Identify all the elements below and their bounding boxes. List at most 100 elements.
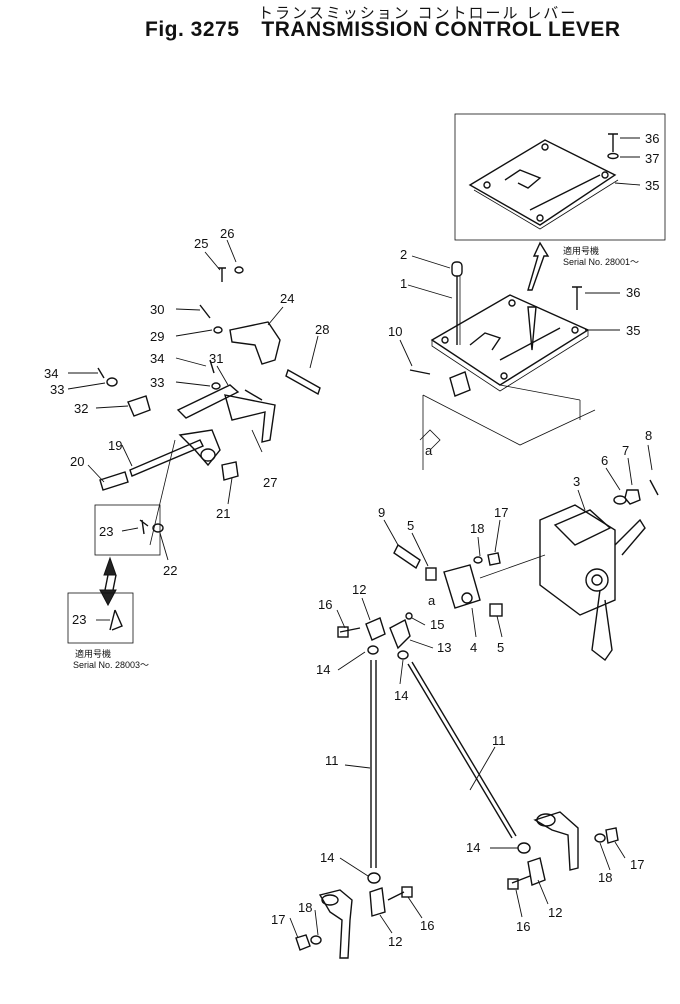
callout-37: 37: [645, 151, 659, 166]
callout-a: a: [425, 443, 433, 458]
callout-17: 17: [630, 857, 644, 872]
detail-arrow: [103, 556, 117, 576]
spring: [409, 369, 431, 375]
callout-3: 3: [573, 474, 580, 489]
pin-20: [99, 471, 129, 491]
valve-bracket: [539, 444, 659, 662]
callout-8: 8: [645, 428, 652, 443]
callout-23: 23: [72, 612, 86, 627]
callout-31: 31: [209, 351, 223, 366]
japanese-title: トランスミッション コントロール レバー: [258, 4, 578, 22]
callout-6: 6: [601, 453, 608, 468]
detail-box-23-bottom: [67, 592, 134, 644]
callout-17: 17: [494, 505, 508, 520]
inset-plate-edge: [473, 179, 619, 230]
lower-right-lever: [533, 811, 579, 871]
rod-assemblies: [295, 645, 619, 959]
link-31: [176, 384, 240, 419]
serial-note-left-en: Serial No. 28003～: [73, 660, 149, 670]
callout-33: 33: [50, 382, 64, 397]
callout-14: 14: [466, 840, 480, 855]
bracket-27: [224, 394, 276, 443]
shaft-19: [129, 439, 204, 477]
rod-end-13: [389, 618, 411, 650]
callout-34: 34: [150, 351, 164, 366]
knob: [451, 261, 463, 277]
inset-arrow: [527, 241, 550, 291]
callout-34: 34: [44, 366, 58, 381]
callout-13: 13: [437, 640, 451, 655]
diagonal-rod: [407, 663, 513, 839]
pin-28: [285, 368, 321, 396]
serial-note-left-jp: 適用号機: [75, 648, 111, 659]
yoke-4: [443, 564, 481, 609]
callout-18: 18: [298, 900, 312, 915]
callout-20: 20: [70, 454, 84, 469]
callout-11: 11: [325, 753, 339, 768]
callout-12: 12: [352, 582, 366, 597]
callout-9: 9: [378, 505, 385, 520]
callout-16: 16: [420, 918, 434, 933]
callout-a: a: [428, 593, 436, 608]
callout-27: 27: [263, 475, 277, 490]
callout-33: 33: [150, 375, 164, 390]
callout-7: 7: [622, 443, 629, 458]
callout-32: 32: [74, 401, 88, 416]
callout-2: 2: [400, 247, 407, 262]
figure-title: Fig. 3275 TRANSMISSION CONTROL LEVER: [145, 18, 621, 42]
callout-28: 28: [315, 322, 329, 337]
callout-29: 29: [150, 329, 164, 344]
callout-36: 36: [645, 131, 659, 146]
callout-35: 35: [645, 178, 659, 193]
callout-11: 11: [492, 733, 506, 748]
callout-18: 18: [598, 870, 612, 885]
callout-22: 22: [163, 563, 177, 578]
shift-plate: [430, 294, 590, 386]
bracket-24: [229, 321, 281, 365]
detail-box-23-top: [94, 504, 161, 556]
callout-16: 16: [516, 919, 530, 934]
rod-end-12: [365, 617, 386, 641]
callout-30: 30: [150, 302, 164, 317]
callout-12: 12: [548, 905, 562, 920]
callout-24: 24: [280, 291, 294, 306]
callout-19: 19: [108, 438, 122, 453]
callout-23: 23: [99, 524, 113, 539]
callout-17: 17: [271, 912, 285, 927]
inset-frame: [454, 113, 666, 241]
lever-bracket: [449, 371, 471, 397]
knob-32: [127, 395, 151, 417]
callout-10: 10: [388, 324, 402, 339]
inset-washer: [607, 152, 619, 160]
figure-name: TRANSMISSION CONTROL LEVER: [261, 18, 621, 41]
figure-code: Fig. 3275: [145, 18, 240, 41]
serial-note-top-en: Serial No. 28001～: [563, 257, 639, 267]
center-linkage: [337, 429, 546, 650]
plate-bolt: [572, 286, 582, 310]
callout-18: 18: [470, 521, 484, 536]
callout-35: 35: [626, 323, 640, 338]
callout-12: 12: [388, 934, 402, 949]
shift-plate-assembly: [409, 261, 596, 470]
pin-21: [221, 461, 239, 481]
callout-15: 15: [430, 617, 444, 632]
callout-5: 5: [497, 640, 504, 655]
bolt-25: [218, 267, 226, 282]
callout-36: 36: [626, 285, 640, 300]
lower-left-lever: [318, 889, 353, 959]
inset-detail: [454, 113, 666, 241]
inset-bolt: [608, 133, 618, 152]
callout-1: 1: [400, 276, 407, 291]
inset-gate-slot: [504, 169, 542, 189]
callout-26: 26: [220, 226, 234, 241]
inset-plate: [468, 139, 617, 226]
pin-9: [393, 543, 421, 570]
callout-14: 14: [320, 850, 334, 865]
callout-25: 25: [194, 236, 208, 251]
left-linkage: [97, 266, 321, 546]
callout-14: 14: [316, 662, 330, 677]
callout-16: 16: [318, 597, 332, 612]
callout-21: 21: [216, 506, 230, 521]
callout-4: 4: [470, 640, 477, 655]
